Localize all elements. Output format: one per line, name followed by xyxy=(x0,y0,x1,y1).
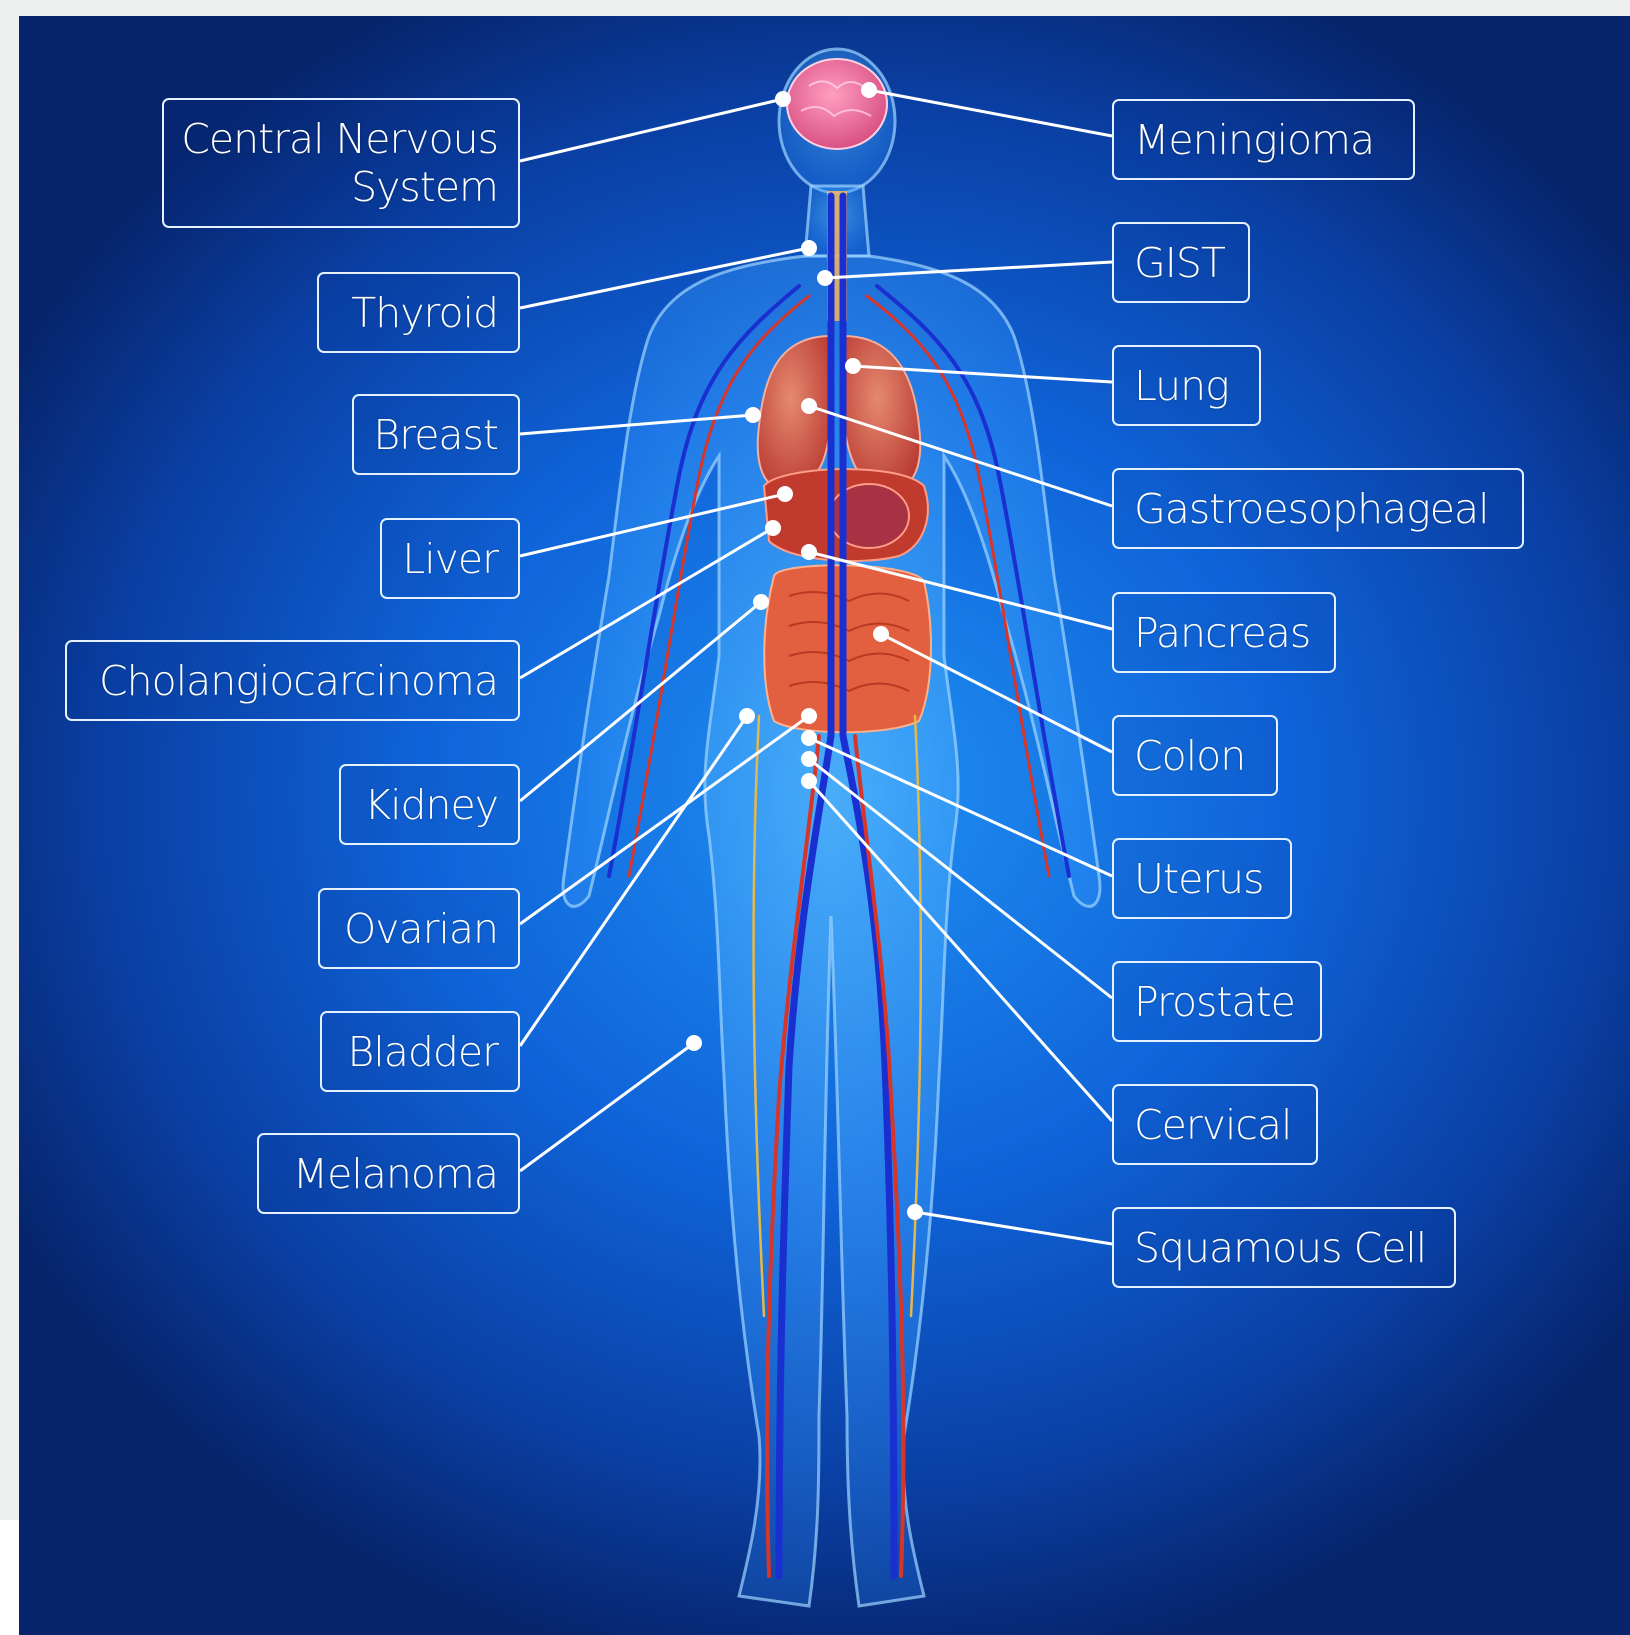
anchor-dot-cns xyxy=(775,91,791,107)
anchor-dot-gist xyxy=(817,270,833,286)
leader-line-bladder xyxy=(520,716,747,1046)
anchor-dot-colon xyxy=(873,626,889,642)
leader-line-breast xyxy=(520,415,753,434)
label-cholangiocarcinoma: Cholangiocarcinoma xyxy=(65,640,520,721)
leader-line-cervical xyxy=(809,781,1112,1121)
leader-line-colon xyxy=(881,634,1112,752)
leader-line-lung xyxy=(853,366,1112,382)
label-thyroid: Thyroid xyxy=(317,272,520,353)
anchor-dot-cholangio xyxy=(765,520,781,536)
label-cervical: Cervical xyxy=(1112,1084,1318,1165)
leader-line-cns xyxy=(520,99,783,161)
leader-line-kidney xyxy=(520,602,761,801)
leader-line-cholangio xyxy=(520,528,773,678)
leader-line-ovarian xyxy=(520,716,809,924)
leader-lines xyxy=(19,16,1630,1635)
label-melanoma: Melanoma xyxy=(257,1133,520,1214)
anchor-dot-bladder xyxy=(739,708,755,724)
label-central-nervous-system: Central Nervous System xyxy=(162,98,520,228)
leader-line-pancreas xyxy=(809,552,1112,629)
label-uterus: Uterus xyxy=(1112,838,1292,919)
anchor-dot-pancreas xyxy=(801,544,817,560)
page-corner xyxy=(0,1520,19,1635)
anchor-dot-meningioma xyxy=(861,82,877,98)
label-ovarian: Ovarian xyxy=(318,888,520,969)
anchor-dot-kidney xyxy=(753,594,769,610)
leader-line-gastro xyxy=(809,406,1112,506)
label-meningioma: Meningioma xyxy=(1112,99,1415,180)
anatomy-panel: Central Nervous System Thyroid Breast Li… xyxy=(19,16,1630,1635)
leader-line-thyroid xyxy=(520,248,809,308)
label-gastroesophageal: Gastroesophageal xyxy=(1112,468,1524,549)
label-gist: GIST xyxy=(1112,222,1250,303)
leader-line-liver xyxy=(520,494,785,556)
label-liver: Liver xyxy=(380,518,520,599)
label-pancreas: Pancreas xyxy=(1112,592,1336,673)
label-kidney: Kidney xyxy=(339,764,520,845)
label-colon: Colon xyxy=(1112,715,1278,796)
anchor-dot-uterus xyxy=(801,730,817,746)
leader-line-meningioma xyxy=(869,90,1112,136)
label-breast: Breast xyxy=(352,394,520,475)
anchor-dot-prostate xyxy=(801,751,817,767)
anchor-dot-squamous xyxy=(907,1204,923,1220)
leader-line-prostate xyxy=(809,759,1112,998)
label-prostate: Prostate xyxy=(1112,961,1322,1042)
anchor-dot-thyroid xyxy=(801,240,817,256)
anchor-dot-lung xyxy=(845,358,861,374)
anchor-dot-liver xyxy=(777,486,793,502)
anchor-dot-breast xyxy=(745,407,761,423)
anchor-dot-cervical xyxy=(801,773,817,789)
leader-line-squamous xyxy=(915,1212,1112,1244)
leader-line-melanoma xyxy=(520,1043,694,1171)
label-squamous-cell: Squamous Cell xyxy=(1112,1207,1456,1288)
anchor-dot-gastro xyxy=(801,398,817,414)
label-lung: Lung xyxy=(1112,345,1261,426)
leader-line-uterus xyxy=(809,738,1112,876)
label-bladder: Bladder xyxy=(320,1011,520,1092)
leader-line-gist xyxy=(825,262,1112,278)
anchor-dot-ovarian xyxy=(801,708,817,724)
anchor-dot-melanoma xyxy=(686,1035,702,1051)
